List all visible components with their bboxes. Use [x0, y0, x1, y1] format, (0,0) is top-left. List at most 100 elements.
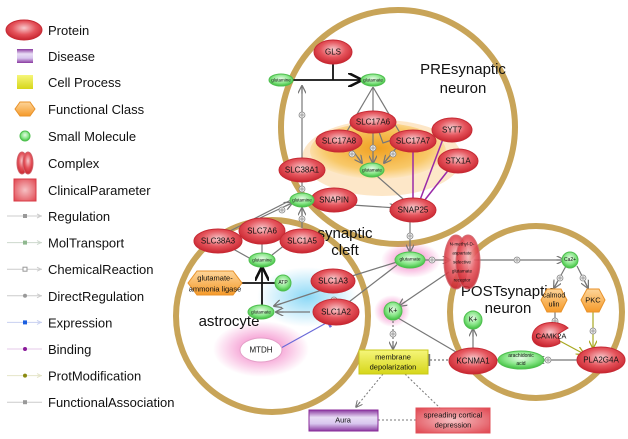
region-label-astrocyte: astrocyte — [199, 313, 260, 330]
node-slc17a8[interactable]: SLC17A8 — [315, 129, 363, 153]
node-snapin[interactable]: SNAPIN — [310, 187, 358, 213]
node-nmda-receptor[interactable]: N-methyl-D- aspartate selective glutamat… — [443, 234, 481, 290]
node-snap25[interactable]: SNAP25 — [389, 197, 437, 223]
legend-item-protein: Protein — [5, 19, 89, 41]
node-slc38a1[interactable]: SLC38A1 — [278, 157, 326, 183]
node-label: selective — [453, 260, 471, 265]
legend-label: Binding — [48, 342, 91, 357]
legend-label: Disease — [48, 49, 95, 64]
node-spreading-cortical-depression[interactable]: spreading cortical depression — [415, 407, 491, 434]
node-slc1a2[interactable]: SLC1A2 — [312, 298, 360, 326]
node-glutamine-astro[interactable]: glutamine — [248, 252, 276, 268]
node-label: glutamine — [292, 198, 312, 203]
disease-rect-icon — [17, 49, 33, 63]
node-slc1a3[interactable]: SLC1A3 — [310, 268, 356, 294]
node-glutamine-cleft[interactable]: glutamine — [289, 192, 315, 208]
edge-effect-marker — [369, 144, 377, 152]
region-label-cleft-1: synaptic — [317, 225, 373, 242]
node-glutamate-pre[interactable]: glutamate — [360, 73, 386, 87]
legend-item-chemicalreaction: ChemicalReaction — [7, 262, 154, 277]
edge-slc7a6-glutamine — [259, 203, 292, 219]
node-label: K+ — [389, 308, 398, 315]
node-kplus-cleft[interactable]: K+ — [383, 301, 403, 321]
node-label: N-methyl-D- — [450, 242, 475, 247]
node-mtdh[interactable]: MTDH — [239, 337, 283, 363]
node-glutamine-pre[interactable]: glutamine — [268, 73, 294, 87]
expression-edge-icon — [7, 319, 43, 325]
node-label: receptor — [454, 278, 471, 283]
node-pkc[interactable]: PKC — [580, 288, 606, 313]
node-label: acid — [516, 361, 525, 367]
legend-item-disease: Disease — [17, 49, 95, 64]
node-label: SYT7 — [442, 126, 463, 135]
node-slc38a3[interactable]: SLC38A3 — [193, 228, 243, 254]
legend-label: ClinicalParameter — [48, 183, 151, 198]
node-pla2g4a[interactable]: PLA2G4A — [576, 346, 626, 374]
node-label: SLC17A7 — [396, 137, 431, 146]
node-label: Aura — [335, 416, 352, 425]
legend-label: Functional Class — [48, 102, 145, 117]
node-label: calmod — [543, 293, 566, 300]
node-atp[interactable]: ATP — [274, 274, 292, 292]
node-label: glutamate — [399, 257, 420, 263]
functional-class-hexagon-icon — [14, 101, 36, 117]
binding-syt7-snap25 — [419, 130, 447, 201]
node-label: GLS — [325, 48, 341, 57]
edge-effect-marker — [579, 274, 587, 282]
legend-label: ProtModification — [48, 369, 141, 384]
edge-effect-marker — [348, 150, 356, 158]
legend-item-complex: Complex — [16, 151, 100, 175]
edge-effect-marker — [556, 274, 564, 282]
node-label: SLC1A3 — [318, 277, 348, 286]
node-kplus-post[interactable]: K+ — [463, 310, 483, 330]
edge-effect-marker — [513, 256, 521, 264]
node-slc17a7[interactable]: SLC17A7 — [389, 129, 437, 153]
legend-item-functional-class: Functional Class — [14, 101, 145, 117]
edge-effect-marker — [278, 206, 286, 214]
node-glutamate-ammonia-ligase[interactable]: glutamate- ammonia ligase — [187, 270, 243, 296]
node-aura[interactable]: Aura — [308, 409, 379, 432]
node-membrane-depolarization[interactable]: membrane depolarization — [358, 349, 429, 375]
node-stx1a[interactable]: STX1A — [437, 148, 479, 174]
node-label: SNAPIN — [319, 196, 349, 205]
region-label-presynaptic-2: neuron — [440, 80, 487, 97]
node-glutamate-astro[interactable]: glutamate — [247, 304, 275, 320]
node-label: aspartate — [452, 251, 472, 256]
node-slc7a6[interactable]: SLC7A6 — [238, 217, 286, 245]
edge-slc1a3-glutamate-cleft — [351, 261, 398, 277]
chemicalreaction-edge-icon — [7, 266, 43, 272]
edge-glutamate-slc17a7 — [372, 86, 404, 139]
node-label: SLC17A8 — [322, 137, 357, 146]
node-slc17a6[interactable]: SLC17A6 — [349, 110, 397, 134]
node-glutamate-vesicle[interactable]: glutamate — [359, 162, 385, 178]
node-label: K+ — [469, 317, 478, 324]
legend-item-cell-process: Cell Process — [17, 75, 121, 90]
node-arachidonic-acid[interactable]: arachidonic acid — [497, 350, 545, 370]
node-label: glutamate — [362, 168, 382, 173]
node-gls[interactable]: GLS — [313, 39, 353, 65]
edge-slc1a2-glutamate-cleft — [344, 264, 398, 306]
complex-icon — [16, 151, 34, 175]
legend-label: Protein — [48, 23, 89, 38]
node-label: glutamate- — [197, 274, 233, 283]
node-label: PKC — [585, 296, 601, 305]
node-ca2[interactable]: Ca2+ — [561, 251, 579, 269]
node-slc1a5[interactable]: SLC1A5 — [279, 228, 325, 254]
node-label: membrane — [375, 353, 411, 362]
node-calmodulin[interactable]: calmod ulin — [540, 288, 568, 313]
node-syt7[interactable]: SYT7 — [431, 117, 473, 143]
edge-effect-marker — [428, 256, 436, 264]
node-glutamate-cleft[interactable]: glutamate — [394, 251, 426, 269]
node-label: SLC7A6 — [247, 227, 277, 236]
legend-item-regulation: Regulation — [7, 209, 110, 224]
legend-item-small-molecule: Small Molecule — [19, 129, 136, 144]
node-kcnma1[interactable]: KCNMA1 — [448, 347, 498, 375]
node-camk2a[interactable]: CAMK2A — [531, 322, 569, 348]
edge-effect-marker — [298, 111, 306, 119]
legend-label: ChemicalReaction — [48, 262, 154, 277]
legend: Protein Disease Cell Process Functional … — [5, 19, 174, 410]
node-label: glutamate — [363, 78, 383, 83]
edge-effect-marker — [389, 150, 397, 158]
edge-depolarization-aura — [356, 373, 384, 407]
